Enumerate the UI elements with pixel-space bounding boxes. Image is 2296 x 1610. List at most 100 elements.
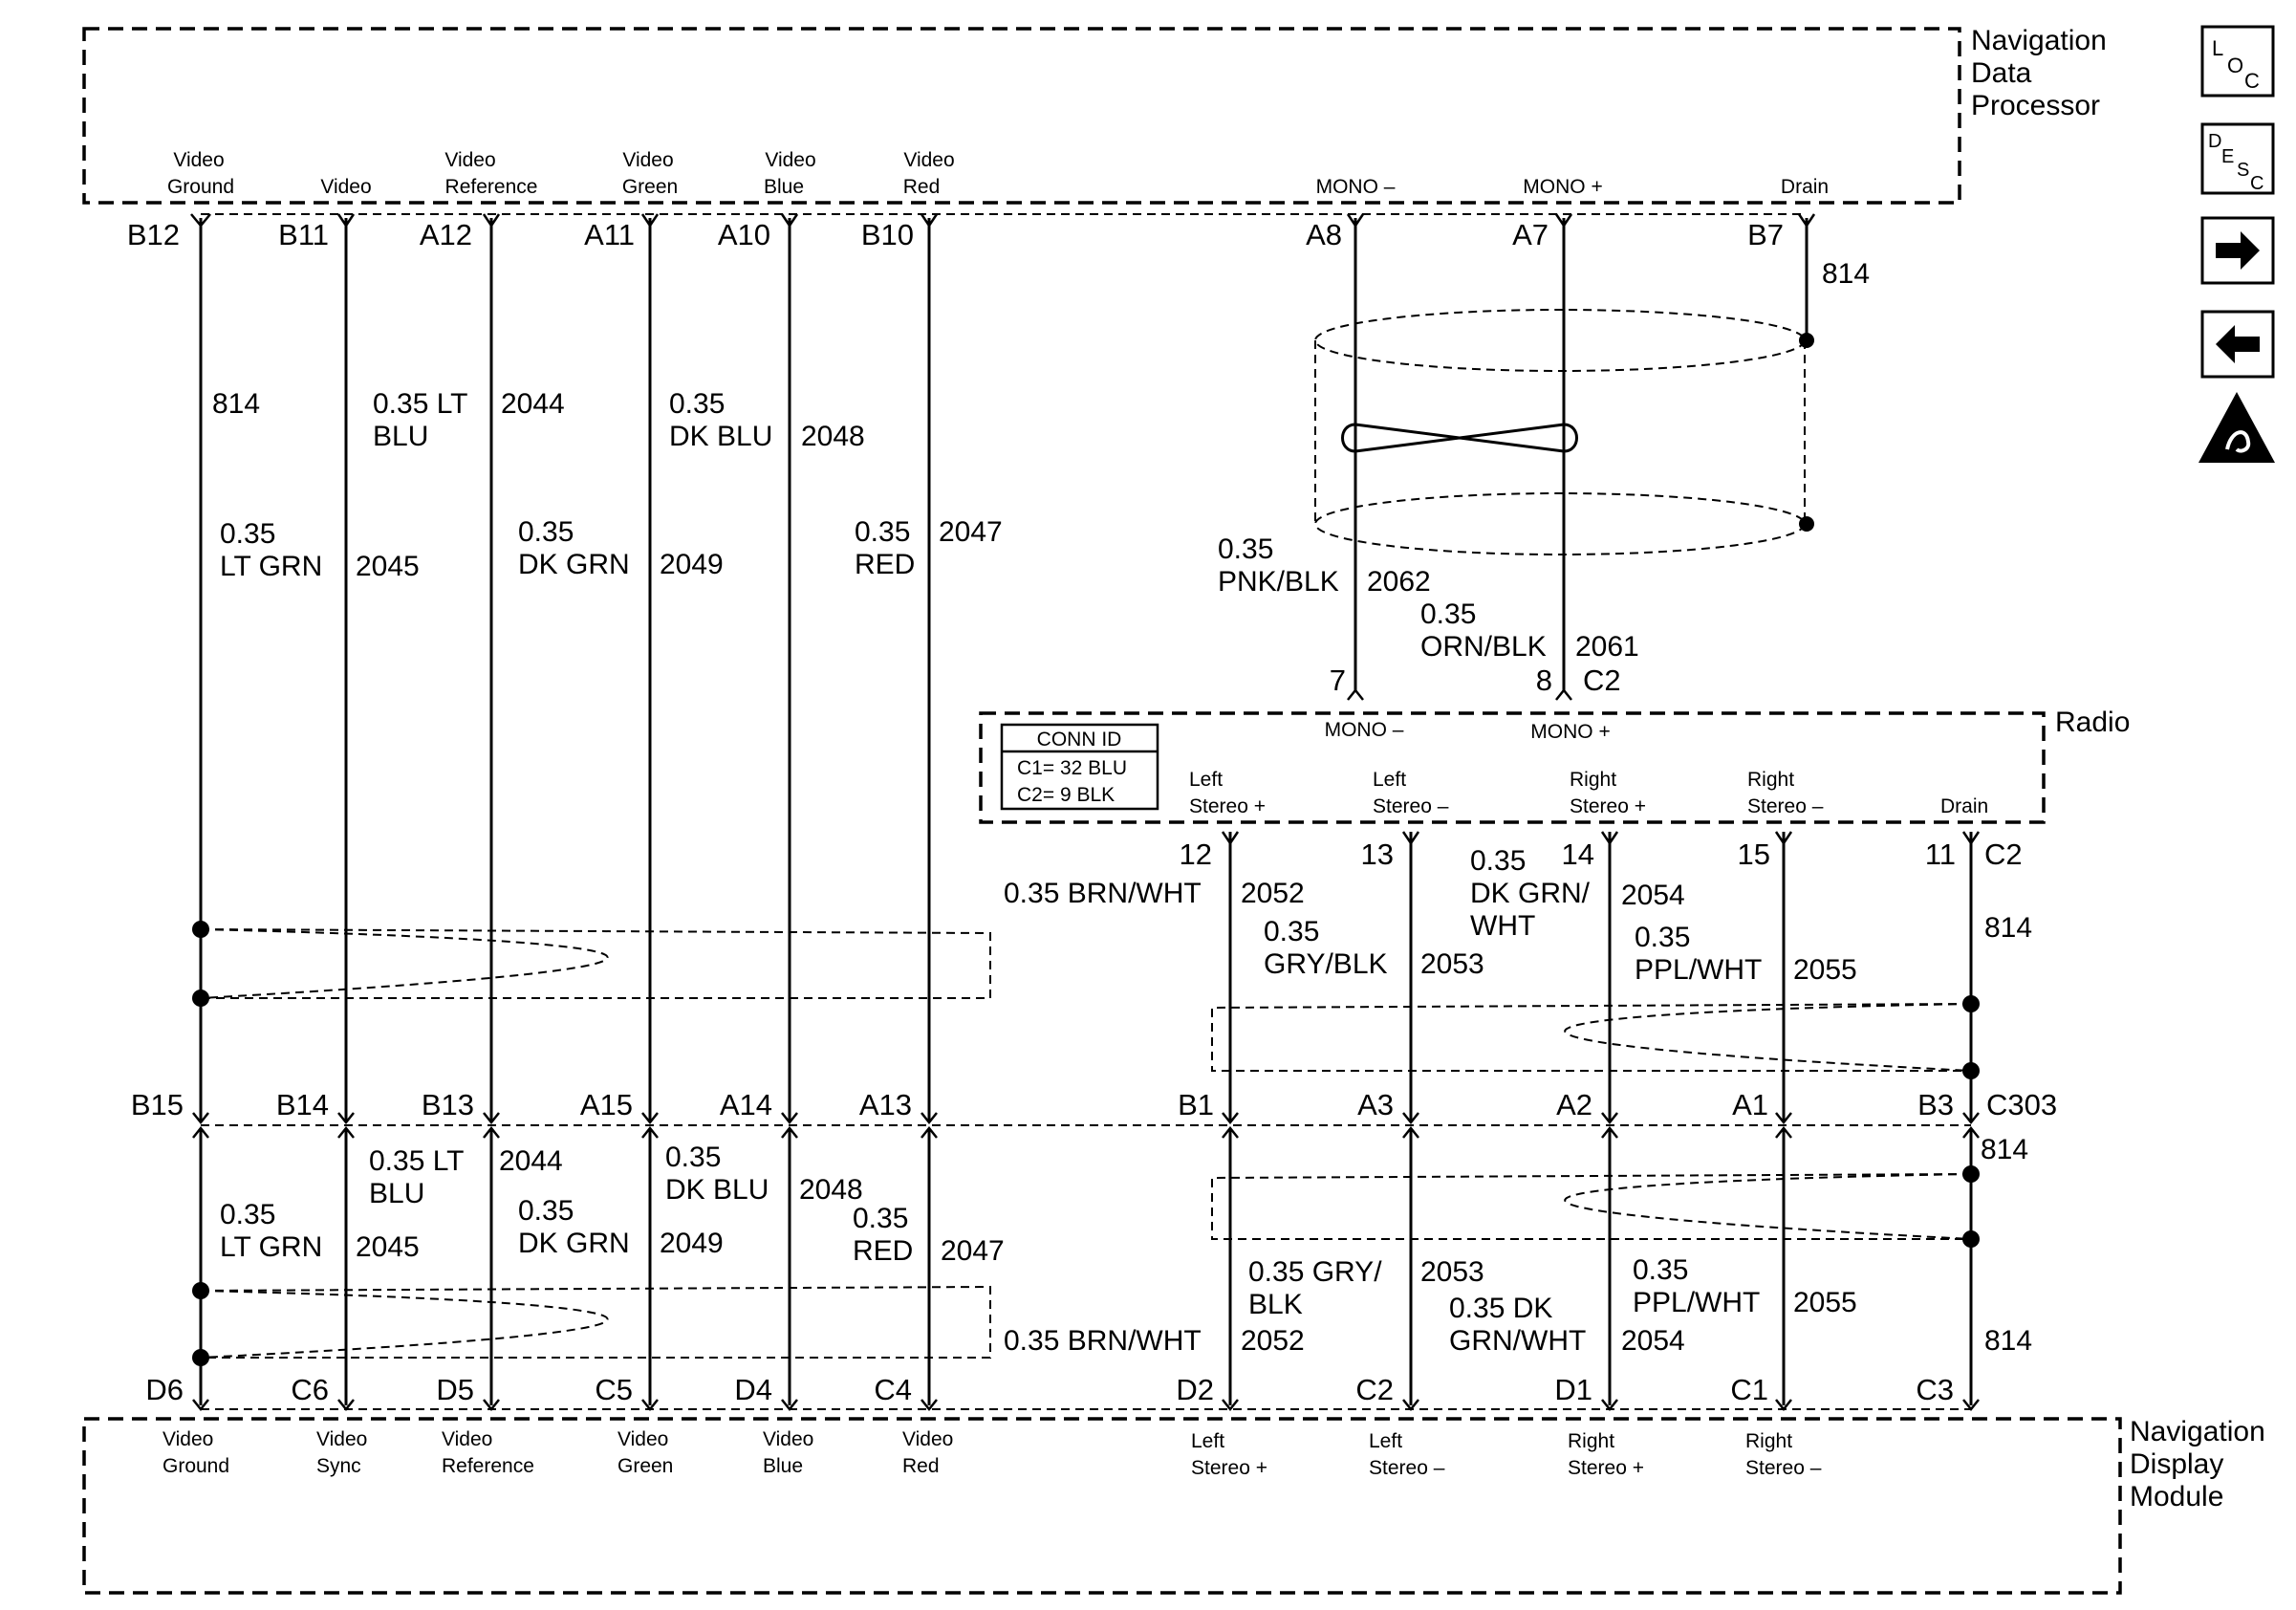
radio-pin-left-stereo-minus-2: Stereo – [1373, 795, 1449, 817]
svg-text:ORN/BLK: ORN/BLK [1420, 631, 1547, 663]
svg-text:LT GRN: LT GRN [220, 1231, 322, 1263]
svg-text:0.35: 0.35 [1635, 922, 1690, 953]
svg-text:2045: 2045 [356, 1231, 420, 1263]
pin-drain: Drain [1781, 176, 1829, 198]
svg-text:12: 12 [1180, 838, 1212, 871]
svg-text:WHT: WHT [1470, 910, 1535, 942]
loc-icon-l: L [2212, 36, 2223, 60]
svg-text:2052: 2052 [1241, 1325, 1305, 1357]
svg-text:C2: C2 [1583, 664, 1621, 697]
svg-text:C3: C3 [1916, 1373, 1954, 1406]
svg-text:814: 814 [1984, 912, 2032, 944]
svg-text:PPL/WHT: PPL/WHT [1635, 954, 1762, 986]
svg-text:2044: 2044 [499, 1145, 563, 1177]
svg-text:RED: RED [855, 549, 915, 580]
ndm-label-1: Navigation [2130, 1416, 2265, 1447]
pin-mono-minus: MONO – [1316, 176, 1396, 198]
radio-pin-mono-minus: MONO – [1325, 719, 1404, 741]
svg-text:A7: A7 [1512, 218, 1549, 251]
svg-text:D5: D5 [436, 1373, 474, 1406]
svg-text:A13: A13 [859, 1088, 912, 1121]
ndm-pin-video-green-2: Green [617, 1455, 673, 1477]
ndm-pin-left-stereo-minus: Left [1369, 1430, 1402, 1452]
loc-icon-c: C [2244, 69, 2260, 93]
loc-icon-o: O [2227, 54, 2243, 77]
pin-video-ground: Video [173, 149, 224, 171]
ndm-pin-video-ground-2: Ground [162, 1455, 229, 1477]
esd-warning-icon[interactable] [2199, 392, 2275, 463]
svg-text:B7: B7 [1747, 218, 1784, 251]
desc-button[interactable]: D E S C [2200, 122, 2275, 195]
prev-arrow-button[interactable] [2200, 310, 2275, 379]
ndm-pin-video-red-2: Red [902, 1455, 940, 1477]
navigation-display-module-box [82, 1417, 2122, 1595]
svg-text:A1: A1 [1732, 1088, 1768, 1121]
svg-text:D6: D6 [145, 1373, 184, 1406]
svg-text:14: 14 [1562, 838, 1594, 871]
desc-icon-e: E [2221, 146, 2234, 167]
svg-text:2048: 2048 [799, 1174, 863, 1206]
ndp-label-2: Data [1971, 57, 2032, 89]
svg-text:B13: B13 [422, 1088, 474, 1121]
svg-text:0.35: 0.35 [665, 1142, 721, 1173]
svg-text:814: 814 [1981, 1134, 2028, 1165]
ndm-pin-video-ground: Video [162, 1428, 213, 1450]
svg-text:BLU: BLU [369, 1178, 424, 1209]
radio-pin-labels: MONO – MONO + Left Stereo + Left Stereo … [1189, 719, 1988, 817]
ndm-pin-video-blue: Video [763, 1428, 813, 1450]
svg-text:A2: A2 [1556, 1088, 1592, 1121]
svg-text:2053: 2053 [1420, 1256, 1484, 1288]
pin-video-blue-2: Blue [764, 176, 804, 198]
radio-pin-right-stereo-minus: Right [1747, 769, 1794, 791]
svg-text:B14: B14 [276, 1088, 329, 1121]
radio-pin-left-stereo-minus: Left [1373, 769, 1406, 791]
ndm-pin-video-reference-2: Reference [442, 1455, 534, 1477]
ndm-pin-left-stereo-plus: Left [1191, 1430, 1224, 1452]
svg-text:D4: D4 [734, 1373, 772, 1406]
loc-button[interactable]: L O C [2200, 25, 2275, 98]
svg-text:2047: 2047 [941, 1235, 1005, 1267]
svg-text:PNK/BLK: PNK/BLK [1218, 566, 1339, 598]
pin-video-green: Video [622, 149, 673, 171]
svg-text:B11: B11 [278, 218, 329, 251]
svg-text:2044: 2044 [501, 388, 565, 420]
svg-text:2045: 2045 [356, 551, 420, 582]
svg-text:DK BLU: DK BLU [669, 421, 772, 452]
ndm-label-2: Display [2130, 1448, 2223, 1480]
svg-text:0.35: 0.35 [853, 1203, 908, 1234]
svg-text:2048: 2048 [801, 421, 865, 452]
pin-video-blue: Video [765, 149, 815, 171]
svg-text:DK GRN/: DK GRN/ [1470, 878, 1591, 909]
ndm-pin-video-blue-2: Blue [763, 1455, 803, 1477]
radio-pin-right-stereo-plus: Right [1570, 769, 1616, 791]
svg-text:DK GRN: DK GRN [518, 1228, 630, 1259]
next-arrow-button[interactable] [2200, 216, 2275, 285]
stereo-shield-upper [1211, 995, 1980, 1079]
svg-text:15: 15 [1738, 838, 1770, 871]
svg-text:B3: B3 [1917, 1088, 1954, 1121]
svg-text:PPL/WHT: PPL/WHT [1633, 1287, 1760, 1318]
pin-video-red-2: Red [903, 176, 941, 198]
svg-text:0.35: 0.35 [1633, 1254, 1688, 1286]
svg-text:D1: D1 [1554, 1373, 1592, 1406]
right-arrow-icon [2216, 231, 2260, 270]
svg-text:B1: B1 [1178, 1088, 1214, 1121]
svg-text:814: 814 [212, 388, 260, 420]
svg-text:0.35 BRN/WHT: 0.35 BRN/WHT [1004, 878, 1202, 909]
svg-text:13: 13 [1361, 838, 1394, 871]
svg-text:8: 8 [1536, 664, 1552, 697]
terminal-labels-radio-bottom: 12 13 14 15 11 C2 [1180, 838, 2023, 871]
svg-text:C2: C2 [1984, 838, 2023, 871]
svg-text:0.35: 0.35 [518, 516, 574, 548]
svg-text:A11: A11 [584, 218, 635, 251]
conn-id-box: CONN ID C1= 32 BLU C2= 9 BLK [1000, 723, 1159, 811]
radio-pin-left-stereo-plus: Left [1189, 769, 1223, 791]
svg-text:814: 814 [1822, 258, 1870, 290]
conn-id-title: CONN ID [1037, 729, 1122, 751]
svg-text:A14: A14 [720, 1088, 772, 1121]
ndm-pin-video-red: Video [902, 1428, 953, 1450]
svg-text:DK BLU: DK BLU [665, 1174, 769, 1206]
ndm-pin-video-reference: Video [442, 1428, 492, 1450]
video-shield-lower [192, 1282, 991, 1366]
svg-text:BLU: BLU [373, 421, 428, 452]
